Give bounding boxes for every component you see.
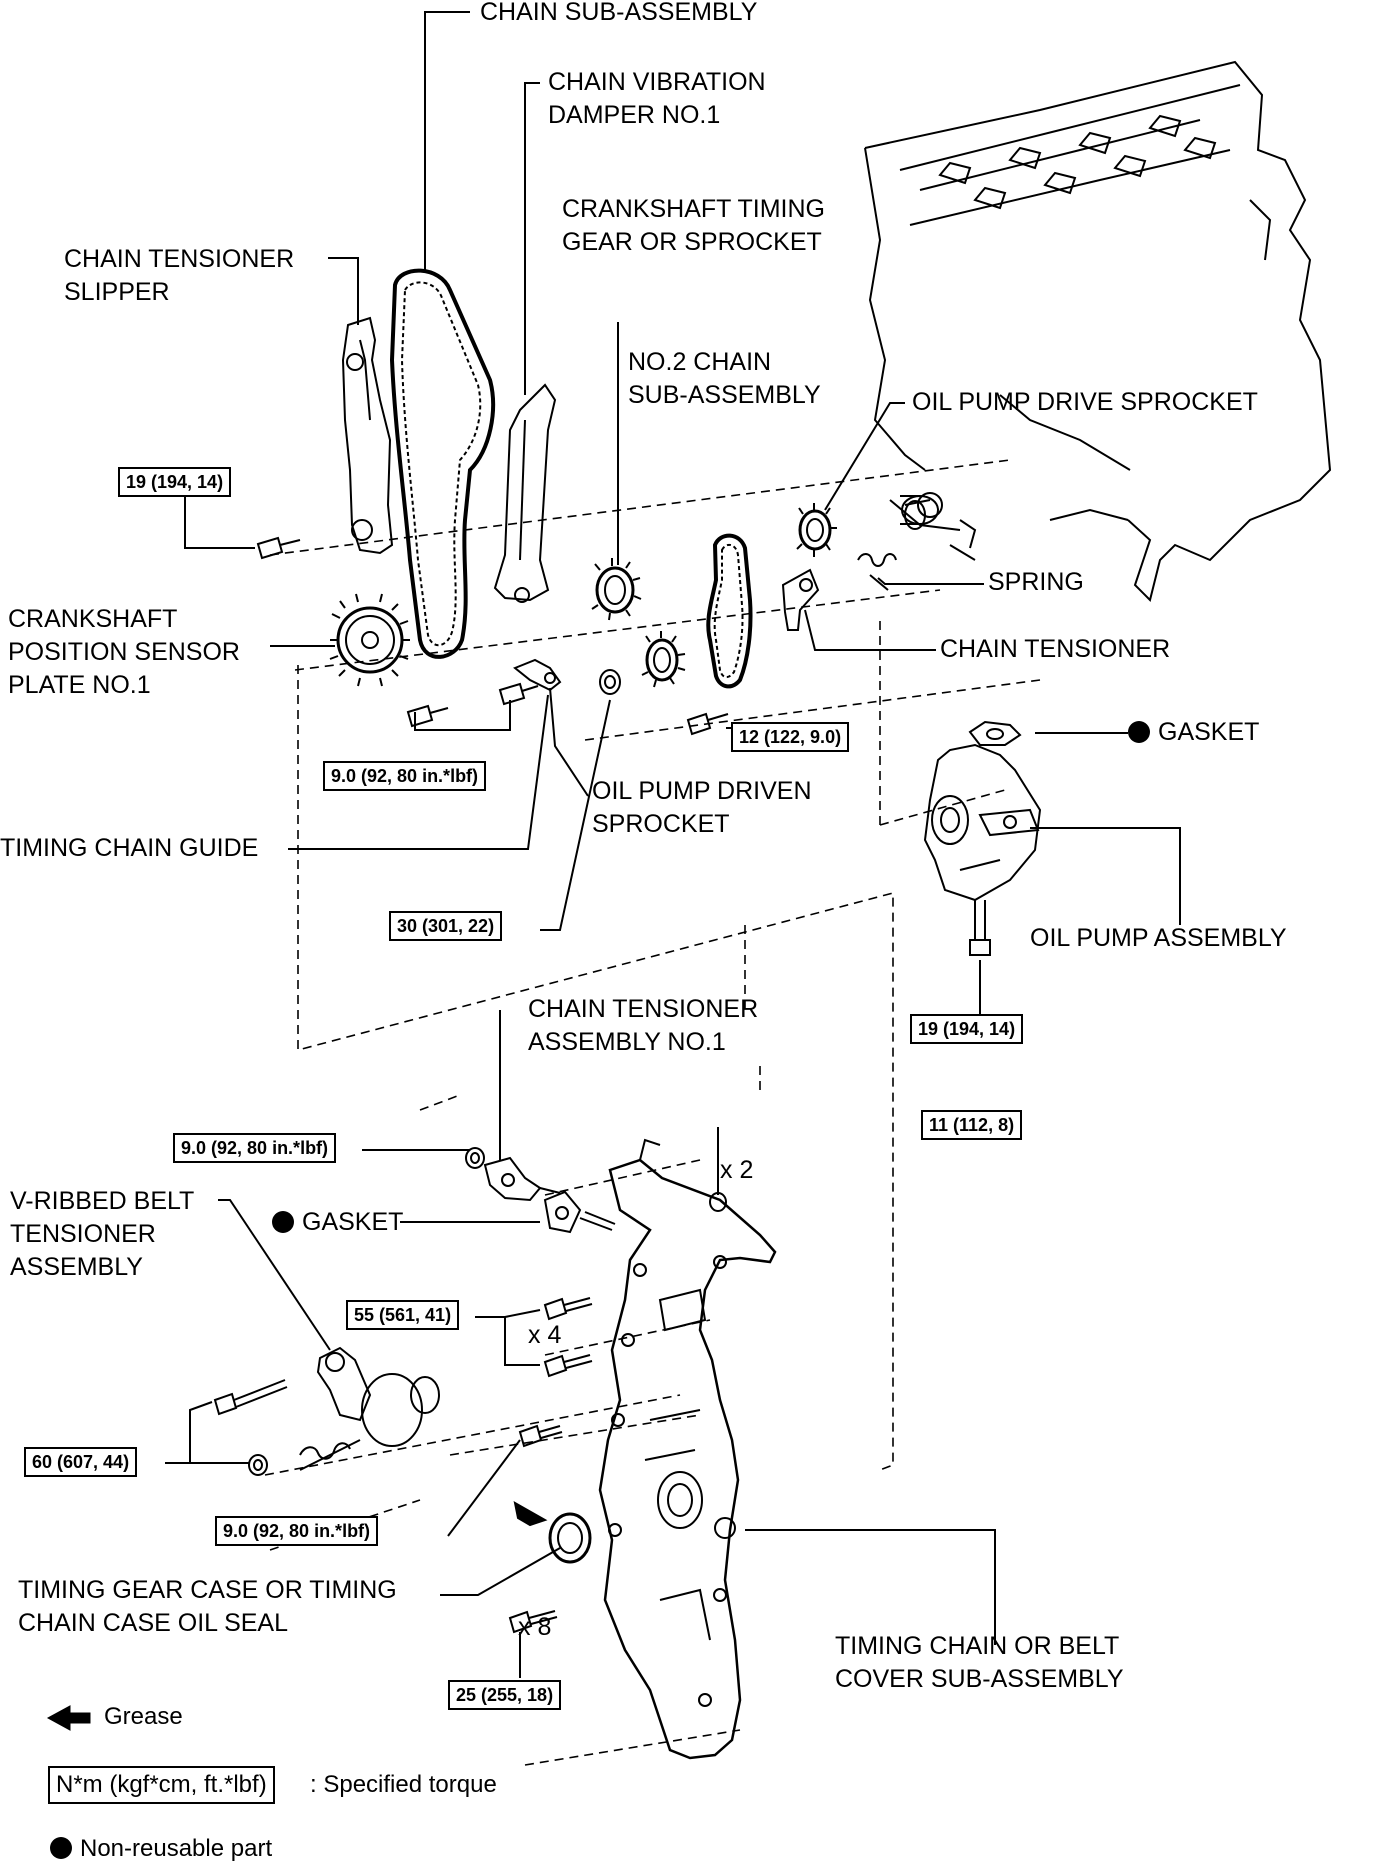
- label-gasket-pump: GASKET: [1128, 716, 1259, 749]
- timing-chain-cover-part: [598, 1138, 777, 1760]
- legend-grease-label: Grease: [104, 1703, 183, 1730]
- label-chain-tensioner: CHAIN TENSIONER: [940, 635, 1171, 663]
- torque-cover-lower-bolts: 25 (255, 18): [448, 1680, 562, 1710]
- torque-cover-mid-bolts: 55 (561, 41): [346, 1300, 460, 1330]
- label-timing-gear-case-oil-seal: TIMING GEAR CASE OR TIMING CHAIN CASE OI…: [18, 1576, 397, 1637]
- torque-guide-bolts: 9.0 (92, 80 in.*lbf): [323, 761, 487, 791]
- crankshaft-position-sensor-plate: [329, 593, 410, 687]
- timing-chain-guide: [513, 658, 562, 692]
- oil-pump-drive-sprocket: [796, 503, 837, 557]
- torque-slipper-bolt: 19 (194, 14): [118, 467, 232, 497]
- legend-non-reusable: Non-reusable part: [50, 1832, 272, 1866]
- crankshaft-timing-gear: [591, 558, 642, 621]
- no2-chain-sub-assembly: [706, 533, 753, 689]
- cover-bolts: [508, 1192, 727, 1634]
- label-v-ribbed-belt-tensioner: V-RIBBED BELT TENSIONER ASSEMBLY: [10, 1187, 195, 1281]
- label-timing-chain-cover: TIMING CHAIN OR BELT COVER SUB-ASSEMBLY: [835, 1632, 1124, 1693]
- non-reusable-dot: [1128, 721, 1150, 743]
- chain-tensioner-nut: [465, 1147, 485, 1169]
- non-reusable-dot: [50, 1837, 72, 1859]
- tensioner-bolt: [686, 712, 729, 736]
- chain-tensioner-assembly-part: [483, 1156, 561, 1202]
- label-oil-pump-drive-sprocket: OIL PUMP DRIVE SPROCKET: [912, 388, 1258, 416]
- label-crankshaft-position-sensor-plate: CRANKSHAFT POSITION SENSOR PLATE NO.1: [8, 605, 240, 699]
- label-timing-chain-guide: TIMING CHAIN GUIDE: [0, 834, 259, 862]
- guide-bolts: [406, 682, 539, 728]
- legend-grease-arrow: [46, 1705, 91, 1731]
- label-spring: SPRING: [988, 568, 1084, 596]
- chain-tensioner-part: [781, 568, 820, 631]
- block-shaft: [900, 495, 939, 525]
- label-gasket-tensioner: GASKET: [272, 1206, 403, 1239]
- v-ribbed-belt-tensioner-part: [299, 1346, 440, 1471]
- torque-driven-sprocket-nut: 30 (301, 22): [389, 911, 503, 941]
- legend-torque-unit: N*m (kgf*cm, ft.*lbf): [48, 1766, 275, 1804]
- oil-pump-gasket: [968, 720, 1022, 746]
- oil-pump-driven-sprocket: [641, 631, 686, 688]
- label-chain-tensioner-assembly: CHAIN TENSIONER ASSEMBLY NO.1: [528, 995, 759, 1056]
- driven-sprocket-nut: [599, 669, 621, 695]
- legend-non-reusable-text: Non-reusable part: [80, 1835, 273, 1862]
- legend-torque-desc: : Specified torque: [310, 1771, 497, 1798]
- non-reusable-dot: [272, 1211, 294, 1233]
- torque-cover-small-bolt: 9.0 (92, 80 in.*lbf): [215, 1516, 379, 1546]
- torque-tensioner-bolt: 12 (122, 9.0): [731, 722, 850, 752]
- engine-block-outline: [864, 60, 1332, 602]
- label-chain-vibration-damper: CHAIN VIBRATION DAMPER NO.1: [548, 68, 766, 129]
- leader-lines: [165, 11, 1181, 1678]
- oil-pump-bolt: [969, 900, 991, 956]
- belt-tensioner-bolts: [213, 1379, 288, 1476]
- chain-tensioner-slipper: [341, 316, 394, 555]
- chain-sub-assembly: [389, 268, 496, 659]
- cover-oil-seal-part: [548, 1512, 592, 1564]
- label-no2-chain-sub-assembly: NO.2 CHAIN SUB-ASSEMBLY: [628, 348, 821, 409]
- label-chain-sub-assembly: CHAIN SUB-ASSEMBLY: [480, 0, 758, 26]
- label-oil-pump-driven-sprocket: OIL PUMP DRIVEN SPROCKET: [592, 777, 812, 838]
- grease-arrow: [513, 1501, 548, 1527]
- tensioner-gasket-part: [543, 1190, 616, 1234]
- oil-pump-assembly-part: [923, 743, 1042, 902]
- slipper-bolt: [256, 536, 301, 560]
- torque-oil-pump-bolt: 19 (194, 14): [910, 1014, 1024, 1044]
- spring-part: [857, 553, 897, 591]
- gasket-pump-text: GASKET: [1158, 718, 1260, 746]
- gasket-tensioner-text: GASKET: [302, 1208, 404, 1236]
- torque-belt-tensioner-bolts: 60 (607, 44): [24, 1447, 138, 1477]
- torque-chain-tensioner-nut: 9.0 (92, 80 in.*lbf): [173, 1133, 337, 1163]
- chain-vibration-damper: [493, 383, 557, 603]
- torque-cover-upper-bolts: 11 (112, 8): [921, 1110, 1023, 1140]
- label-crankshaft-timing-gear: CRANKSHAFT TIMING GEAR OR SPROCKET: [562, 195, 825, 256]
- qty-lower-bolts: x 8: [518, 1613, 552, 1641]
- qty-mid-bolts: x 4: [528, 1321, 562, 1349]
- label-chain-tensioner-slipper: CHAIN TENSIONER SLIPPER: [64, 245, 295, 306]
- qty-upper-bolts: x 2: [720, 1156, 754, 1184]
- label-oil-pump-assembly: OIL PUMP ASSEMBLY: [1030, 924, 1287, 952]
